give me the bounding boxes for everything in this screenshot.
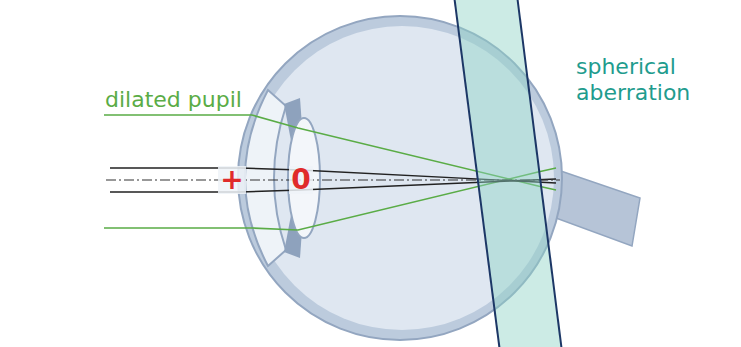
- power-zero: 0: [289, 166, 312, 194]
- aberration-label: spherical aberration: [576, 54, 726, 107]
- focal-plane-edge: [454, 0, 500, 347]
- power-sign: +: [218, 166, 245, 194]
- focal-plane-edge: [517, 0, 562, 347]
- focal-plane: [454, 0, 562, 347]
- cornea: [245, 90, 286, 266]
- pupil-label: dilated pupil: [105, 87, 242, 113]
- lens: [288, 118, 320, 238]
